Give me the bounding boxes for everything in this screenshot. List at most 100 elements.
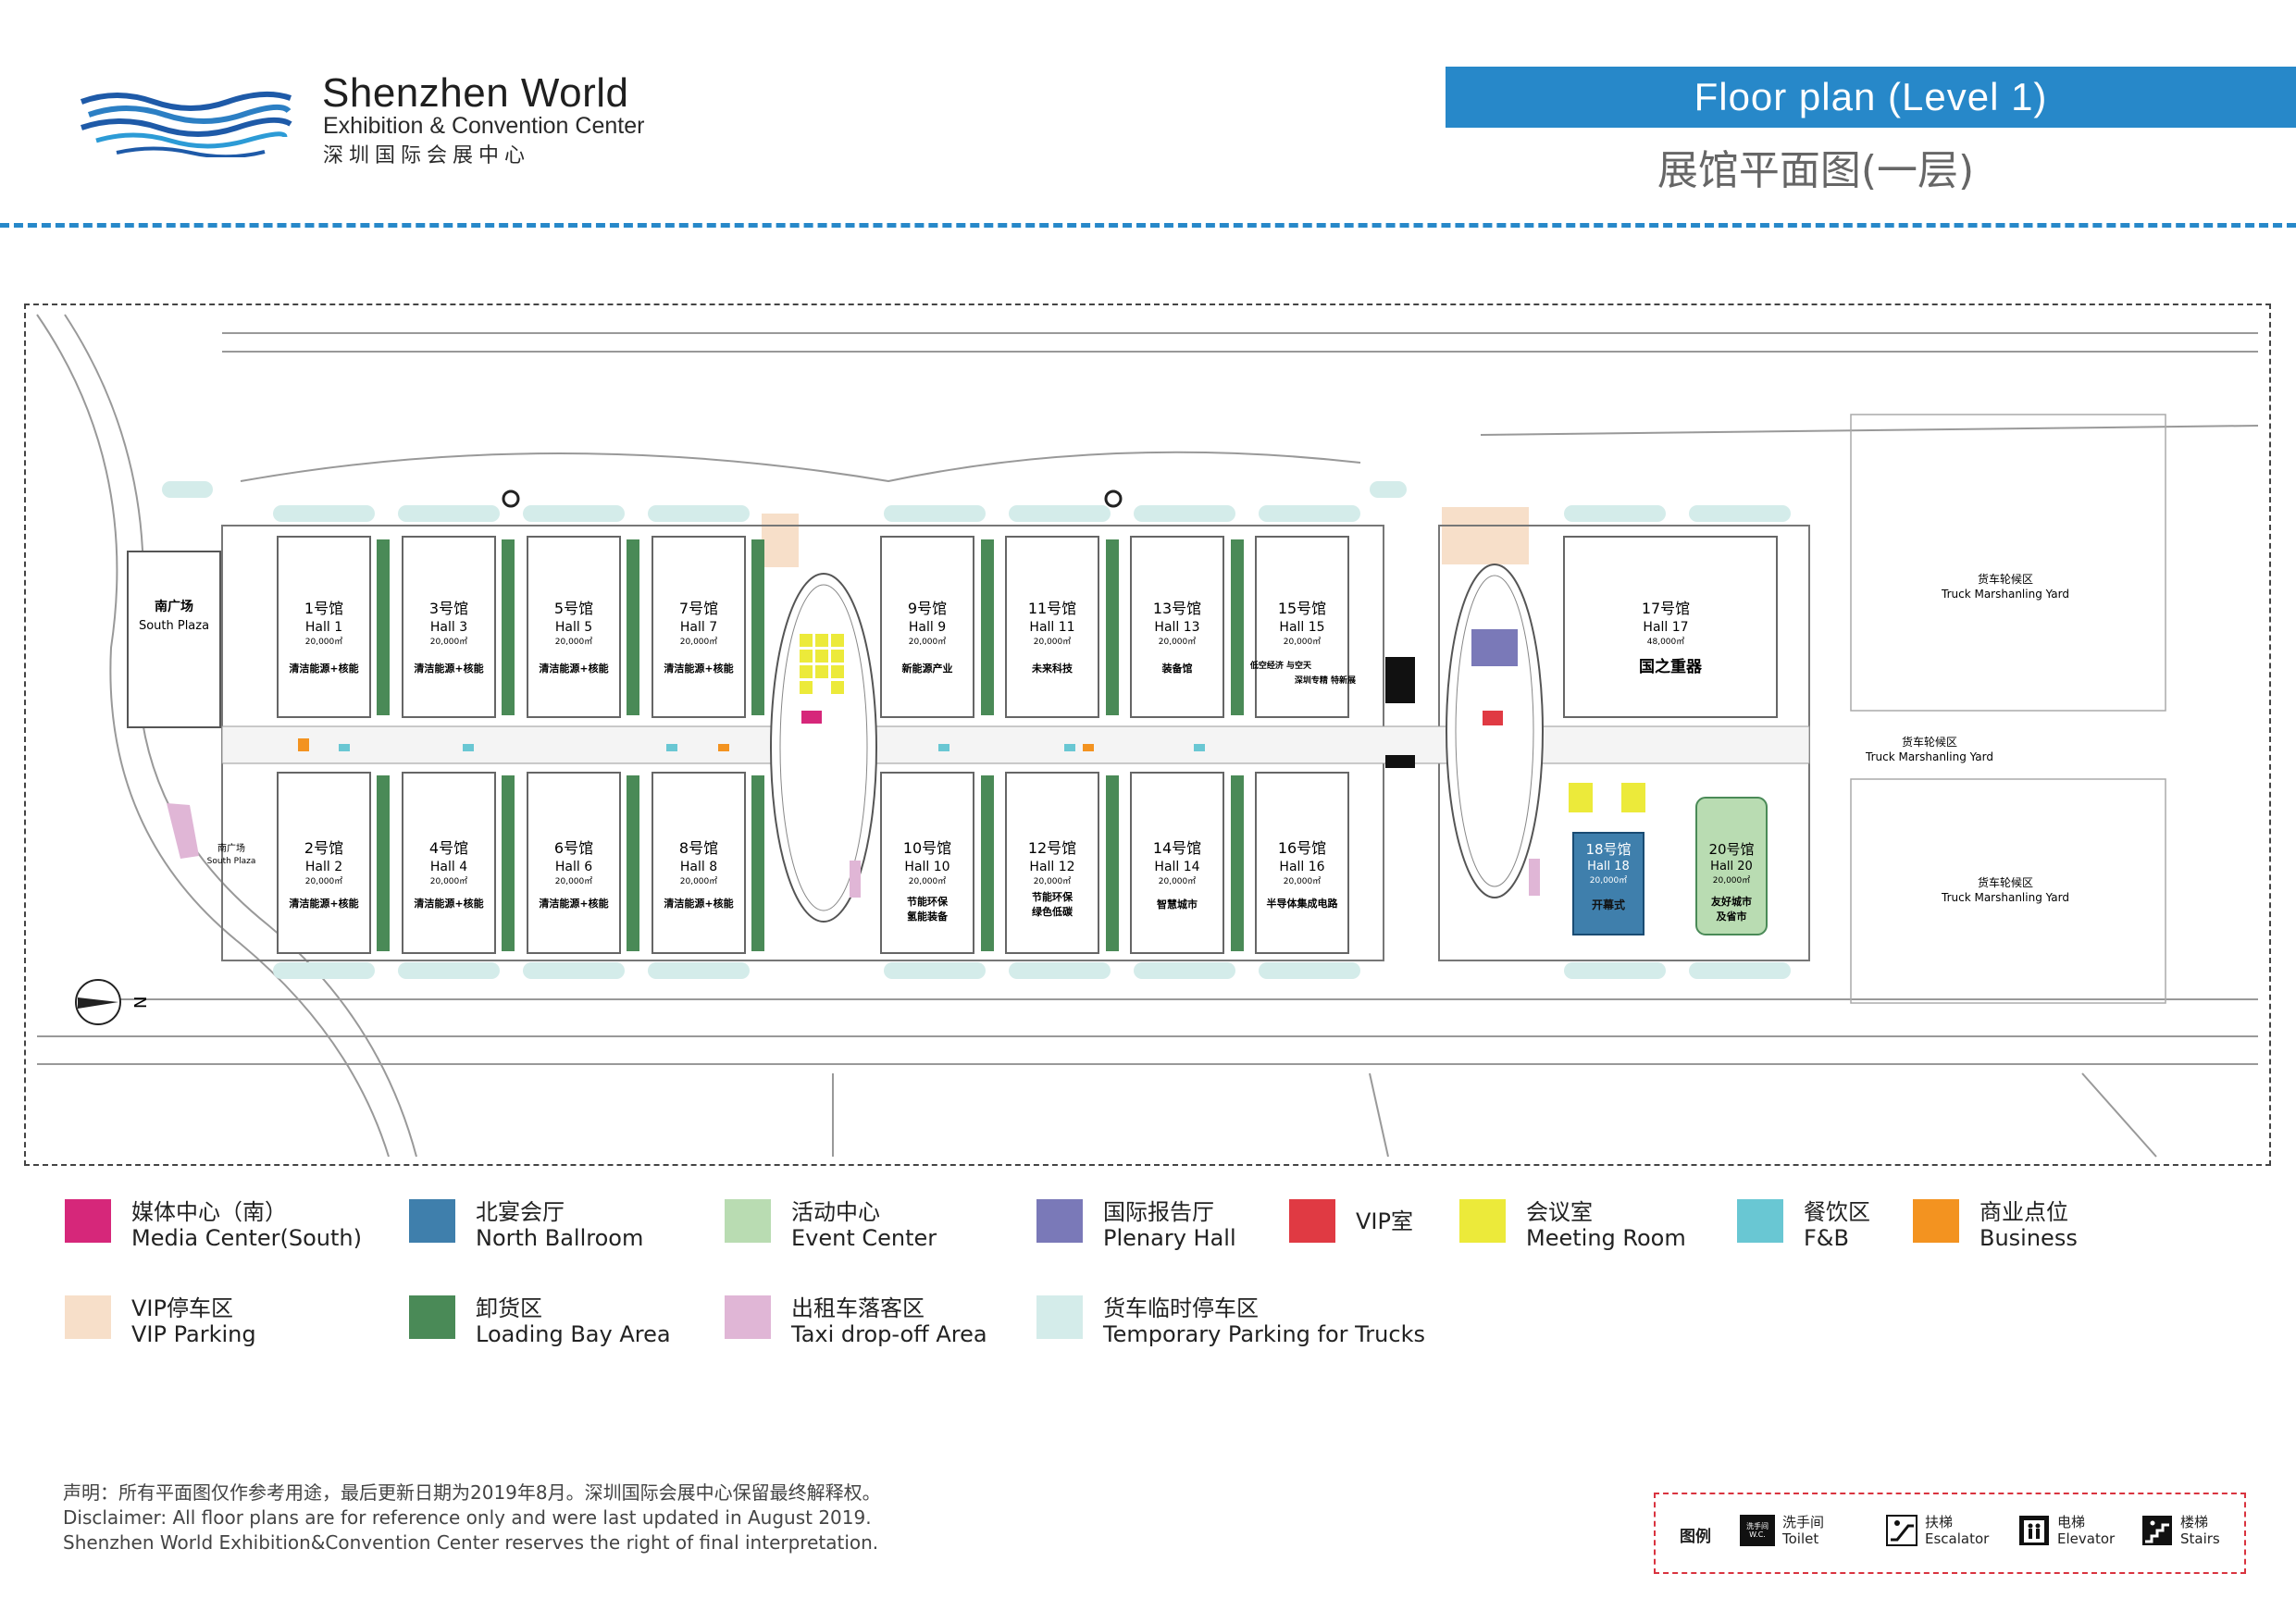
hall-18-label-cn: 18号馆 (1585, 841, 1631, 858)
temporary-truck-parking (162, 481, 1791, 979)
legend-vip-room: VIP室 (1289, 1199, 1413, 1243)
truck-yard-1-label-en: Truck Marshanling Yard (1941, 588, 2069, 601)
plenary-hall (1471, 629, 1518, 666)
hall-17-label-en: Hall 17 (1643, 620, 1688, 635)
icon-key-box (1654, 1493, 2246, 1574)
escalator-icon (1886, 1515, 1917, 1546)
hall-2-area: 20,000㎡ (305, 876, 343, 886)
hall-8-area: 20,000㎡ (680, 876, 718, 886)
hall-5-area: 20,000㎡ (555, 637, 593, 647)
hall-8-theme: 清洁能源+核能 (664, 897, 733, 910)
hall-20-label-en: Hall 20 (1710, 860, 1753, 873)
taxi-dropoff-area (167, 803, 199, 859)
meeting-rooms (1569, 783, 1645, 812)
hall-3-label-en: Hall 3 (430, 620, 467, 635)
hall-11-area: 20,000㎡ (1034, 637, 1072, 647)
taxi-dropoff-area (850, 861, 861, 898)
hall-11-theme: 未来科技 (1031, 662, 1074, 675)
hall-6-area: 20,000㎡ (555, 876, 593, 886)
conference-center-south (770, 573, 877, 923)
hall-4-label-en: Hall 4 (430, 860, 467, 874)
hall-12-label-en: Hall 12 (1029, 860, 1074, 874)
south-plaza-block (127, 551, 221, 728)
hall-9-area: 20,000㎡ (909, 637, 947, 647)
road-network (36, 314, 2259, 1158)
hall-9-label-cn: 9号馆 (908, 600, 947, 617)
hall-1-label-en: Hall 1 (305, 620, 342, 635)
hall-10-area: 20,000㎡ (909, 876, 947, 886)
legend-swatch (1737, 1199, 1783, 1243)
disclaimer: 声明：所有平面图仅作参考用途，最后更新日期为2019年8月。深圳国际会展中心保留… (63, 1481, 881, 1555)
hall-10-label-en: Hall 10 (904, 860, 949, 874)
legend-swatch (1036, 1199, 1083, 1243)
stairs-icon (2142, 1516, 2172, 1545)
top-hall-labels: 1号馆 Hall 1 20,000㎡ 清洁能源+核能 3号馆 Hall 3 20… (289, 600, 1356, 686)
hall-20-event-center (1695, 797, 1768, 935)
hall-20-area: 20,000㎡ (1713, 875, 1751, 886)
hall-13-theme: 装备馆 (1161, 662, 1193, 675)
legend-swatch (65, 1199, 111, 1243)
hall-14-theme: 智慧城市 (1157, 898, 1198, 911)
truck-yard-2-label-en: Truck Marshanling Yard (1865, 750, 1993, 763)
meeting-rooms (800, 634, 844, 694)
hall-1-area: 20,000㎡ (305, 637, 343, 647)
hall-3-area: 20,000㎡ (430, 637, 468, 647)
hall-9-label-en: Hall 9 (909, 620, 946, 635)
hall-5-label-en: Hall 5 (555, 620, 592, 635)
floor-plan-map[interactable]: 南广场 South Plaza 南广场 South Plaza 1号馆 Hall… (26, 305, 2269, 1164)
hall-5-theme: 清洁能源+核能 (539, 662, 608, 675)
hall-18-north-ballroom (1572, 832, 1644, 935)
hall-10-theme-2: 氢能装备 (907, 910, 949, 923)
hall-6-label-cn: 6号馆 (554, 839, 593, 857)
elevator-icon (2019, 1516, 2049, 1545)
conference-center-north (1446, 564, 1544, 898)
truck-yard-2-label-cn: 货车轮候区 (1902, 735, 1957, 749)
hall-20-label-cn: 20号馆 (1708, 841, 1754, 858)
hall-4-label-cn: 4号馆 (429, 839, 468, 857)
hall-20-labels: 20号馆 Hall 20 20,000㎡ 友好城市 及省市 (1708, 841, 1754, 923)
legend-media-center-south: 媒体中心（南）Media Center(South) (65, 1199, 362, 1251)
loading-bay-area (377, 539, 1244, 951)
legend-swatch (1913, 1199, 1959, 1243)
roundabout-icon (502, 489, 520, 508)
hall-15-area: 20,000㎡ (1284, 637, 1322, 647)
north-arrow-icon: N (75, 979, 151, 1025)
hall-6-label-en: Hall 6 (555, 860, 592, 874)
hall-14-label-cn: 14号馆 (1153, 839, 1201, 857)
business-markers (298, 738, 1094, 751)
truck-yard-1-label-cn: 货车轮候区 (1978, 572, 2033, 586)
hall-16-theme: 半导体集成电路 (1267, 897, 1339, 910)
hall-20-theme: 友好城市 (1711, 895, 1752, 908)
bottom-hall-blocks (277, 772, 1349, 954)
hall-2-theme: 清洁能源+核能 (289, 897, 358, 910)
vip-parking-area (762, 514, 799, 567)
top-hall-blocks (277, 536, 1349, 718)
hall-11-label-en: Hall 11 (1029, 620, 1074, 635)
hall-14-label-en: Hall 14 (1154, 860, 1199, 874)
hall-7-theme: 清洁能源+核能 (664, 662, 733, 675)
service-block (1385, 657, 1415, 703)
hall-20-theme-2: 及省市 (1717, 910, 1747, 923)
hall-18-labels: 18号馆 Hall 18 20,000㎡ 开幕式 (1585, 841, 1631, 911)
legend-swatch (65, 1295, 111, 1339)
icon-key-label: 图例 (1680, 1528, 1711, 1546)
hall-4-area: 20,000㎡ (430, 876, 468, 886)
central-corridor (221, 725, 1810, 764)
hall-13-label-en: Hall 13 (1154, 620, 1199, 635)
hall-14-area: 20,000㎡ (1159, 876, 1197, 886)
hall-1-label-cn: 1号馆 (304, 600, 343, 617)
hall-1-theme: 清洁能源+核能 (289, 662, 358, 675)
logo-waves-icon (80, 91, 292, 157)
hall-15-label-cn: 15号馆 (1278, 600, 1326, 617)
